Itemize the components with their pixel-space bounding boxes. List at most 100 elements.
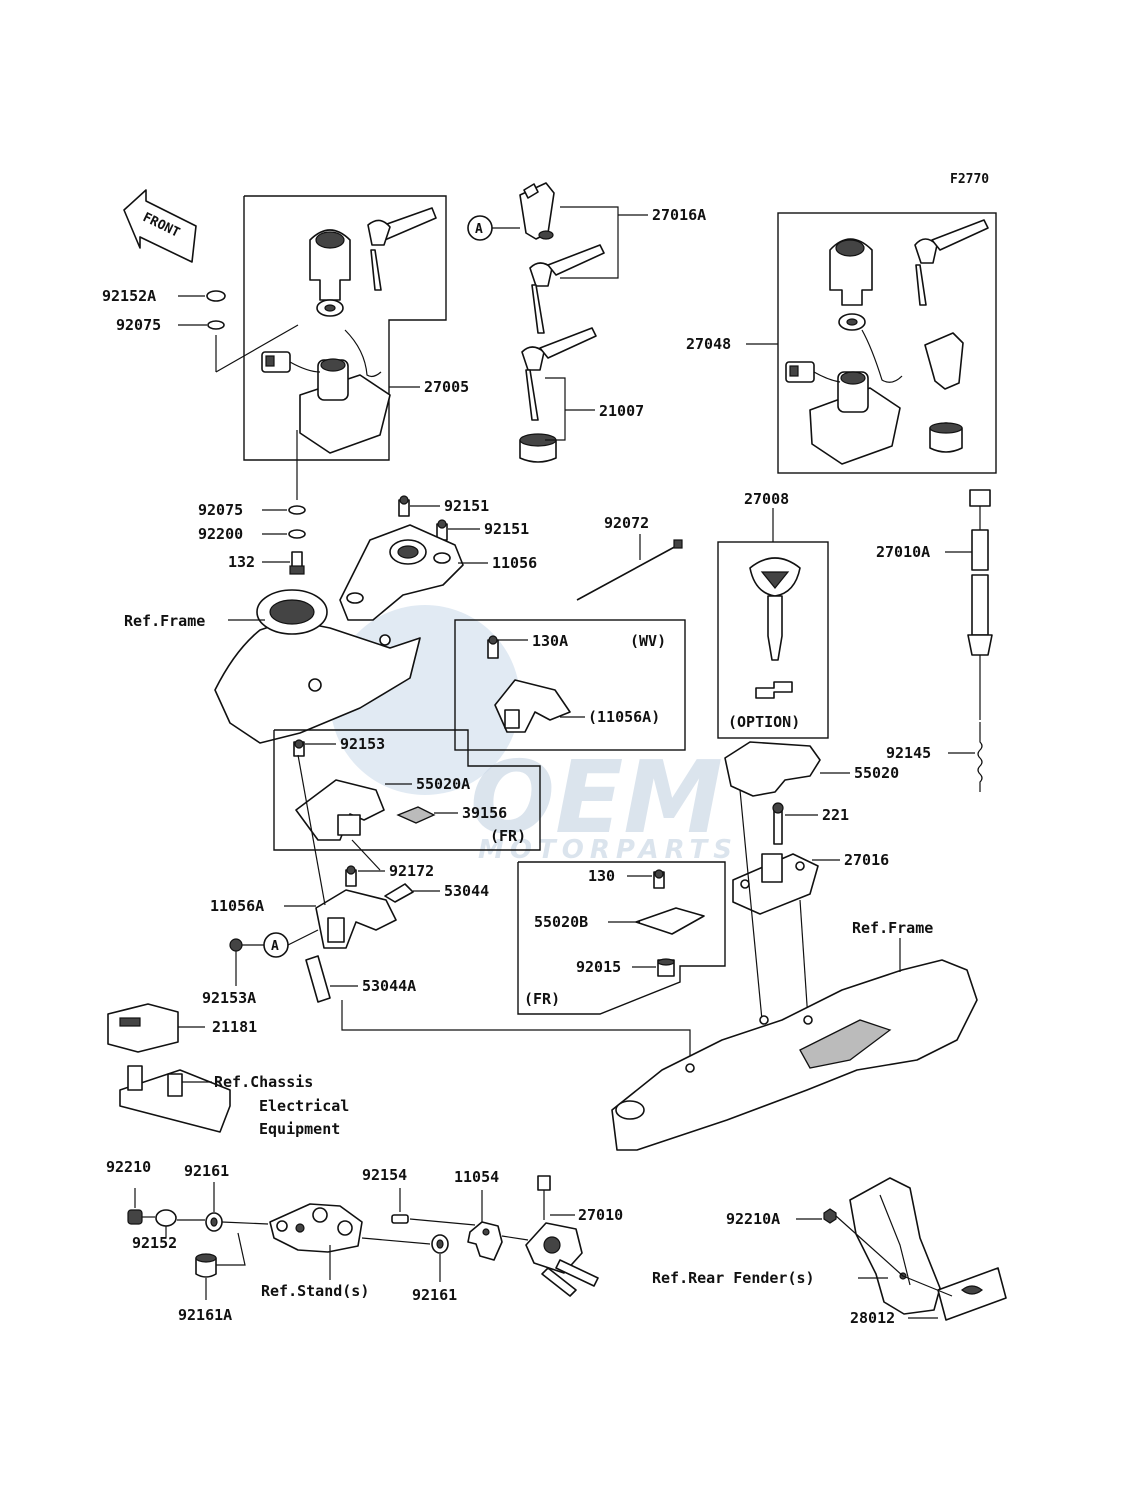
chassis-bracket-icon — [119, 1065, 231, 1133]
label-55020A: 55020A — [416, 775, 470, 793]
plate-39156-icon — [396, 806, 436, 824]
label-11054: 11054 — [454, 1168, 499, 1186]
nut-92152-icon — [155, 1209, 177, 1227]
bolt-130A-icon — [487, 635, 499, 659]
label-53044A: 53044A — [362, 977, 416, 995]
key-27008-icon — [749, 557, 801, 661]
cap-21007-icon — [519, 433, 557, 463]
ignition-switch-assembly-27005 — [261, 207, 437, 454]
module-21181-icon — [107, 1003, 179, 1053]
label-92015: 92015 — [576, 958, 621, 976]
label-92151-b: 92151 — [484, 520, 529, 538]
rear-fender-icon — [849, 1177, 941, 1315]
label-92152A: 92152A — [102, 287, 156, 305]
label-27008: 27008 — [744, 490, 789, 508]
label-ref-frame-2: Ref.Frame — [852, 919, 933, 937]
label-ref-chassis-2: Electrical — [259, 1097, 349, 1115]
label-55020: 55020 — [854, 764, 899, 782]
diagram-code: F2770 — [950, 172, 989, 187]
sensor-27010A-icon — [967, 489, 993, 720]
label-fr-2: (FR) — [524, 990, 560, 1008]
washer-92200-icon — [288, 529, 306, 539]
screw-92172-icon — [345, 865, 357, 887]
frame-rear-icon — [611, 959, 978, 1151]
frame-upper-icon — [214, 589, 421, 744]
bracket-11056A-wv-icon — [494, 679, 571, 733]
label-92154: 92154 — [362, 1166, 407, 1184]
spring-92145-icon — [977, 722, 983, 792]
label-92210: 92210 — [106, 1158, 151, 1176]
label-ref-chassis-3: Equipment — [259, 1120, 340, 1138]
label-ref-rear-fender: Ref.Rear Fender(s) — [652, 1269, 815, 1287]
label-27010A: 27010A — [876, 543, 930, 561]
label-92072: 92072 — [604, 514, 649, 532]
washer-92161-b-icon — [431, 1234, 449, 1254]
label-27016: 27016 — [844, 851, 889, 869]
label-27010: 27010 — [578, 1206, 623, 1224]
key-21007-icon — [521, 327, 597, 421]
label-221: 221 — [822, 806, 849, 824]
reflector-28012-icon — [937, 1267, 1007, 1321]
bolt-92153-icon — [293, 739, 305, 757]
label-92145: 92145 — [886, 744, 931, 762]
label-92172: 92172 — [389, 862, 434, 880]
label-27048: 27048 — [686, 335, 731, 353]
label-92200: 92200 — [198, 525, 243, 543]
pad-53044A-icon — [305, 955, 331, 1003]
label-92161-a: 92161 — [184, 1162, 229, 1180]
key-27016A-icon — [529, 244, 605, 334]
label-option: (OPTION) — [728, 713, 800, 731]
callout-a-top-text: A — [475, 222, 483, 237]
cable-tie-92072-icon — [576, 539, 683, 601]
label-92151-a: 92151 — [444, 497, 489, 515]
washer-92161-a-icon — [205, 1212, 223, 1232]
bolt-92153A-icon — [229, 938, 243, 952]
cylinder-27016A-icon — [519, 182, 555, 240]
label-21181: 21181 — [212, 1018, 257, 1036]
cap-92210-icon — [127, 1209, 143, 1225]
label-ref-frame-1: Ref.Frame — [124, 612, 205, 630]
watermark-main: OEM — [470, 739, 723, 856]
bracket-11056A-icon — [315, 889, 397, 949]
label-28012: 28012 — [850, 1309, 895, 1327]
wv-box — [454, 619, 686, 751]
bracket-53044-icon — [384, 883, 414, 903]
label-ref-stand: Ref.Stand(s) — [261, 1282, 369, 1300]
label-130: 130 — [588, 867, 615, 885]
ignition-switch-assembly-27048 — [785, 219, 989, 465]
label-21007: 21007 — [599, 402, 644, 420]
assembly-box-27048 — [777, 212, 997, 474]
switch-11054-icon — [467, 1221, 503, 1261]
label-92210A: 92210A — [726, 1210, 780, 1228]
label-11056: 11056 — [492, 554, 537, 572]
screw-92154-icon — [391, 1214, 409, 1224]
label-ref-chassis-1: Ref.Chassis — [214, 1073, 313, 1091]
bushing-92161A-icon — [195, 1253, 217, 1278]
screw-221-icon — [772, 802, 784, 845]
label-92161A: 92161A — [178, 1306, 232, 1324]
callout-a-bottom-text: A — [271, 939, 279, 954]
key-tag-icon — [755, 681, 793, 699]
bolt-130-icon — [653, 869, 665, 889]
bracket-55020A-icon — [295, 779, 385, 841]
plate-55020B-icon — [635, 907, 705, 935]
label-39156: 39156 — [462, 804, 507, 822]
label-wv: (WV) — [630, 632, 666, 650]
label-92075-top: 92075 — [116, 316, 161, 334]
washer-92152A-icon — [206, 290, 226, 302]
bolt-132-icon — [289, 551, 305, 575]
label-11056A-paren: (11056A) — [588, 708, 660, 726]
label-27005: 27005 — [424, 378, 469, 396]
washer-92075-icon — [207, 320, 225, 330]
label-92161-b: 92161 — [412, 1286, 457, 1304]
label-11056A: 11056A — [210, 897, 264, 915]
bolt-92151-a-icon — [398, 495, 410, 517]
assembly-box-27005 — [243, 195, 447, 461]
stand-bracket-icon — [269, 1203, 363, 1253]
label-130A: 130A — [532, 632, 568, 650]
label-92153: 92153 — [340, 735, 385, 753]
front-arrow-icon: FRONT — [123, 189, 197, 263]
fr-box-2 — [517, 861, 726, 1015]
lock-27016-icon — [732, 853, 819, 915]
